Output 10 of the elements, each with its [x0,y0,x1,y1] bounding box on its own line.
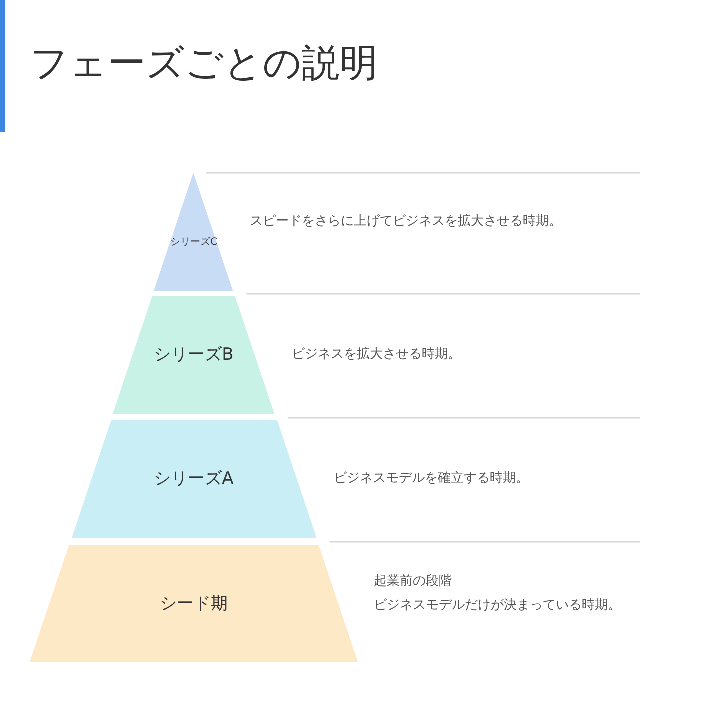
tier-label: シリーズA [153,468,235,490]
tier-label: シード期 [158,592,229,614]
description-text: ビジネスモデルだけが決まっている時期。 [374,596,621,614]
description-text: ビジネスモデルを確立する時期。 [334,470,529,488]
description-text: ビジネスを拡大させる時期。 [292,346,461,364]
tier-label: シリーズC [170,236,218,249]
tier-label: シリーズB [153,344,235,366]
title: フェーズごとの説明 [30,40,378,87]
description-text: 起業前の段階 [374,572,452,590]
description-text: スピードをさらに上げてビジネスを拡大させる時期。 [250,213,562,231]
